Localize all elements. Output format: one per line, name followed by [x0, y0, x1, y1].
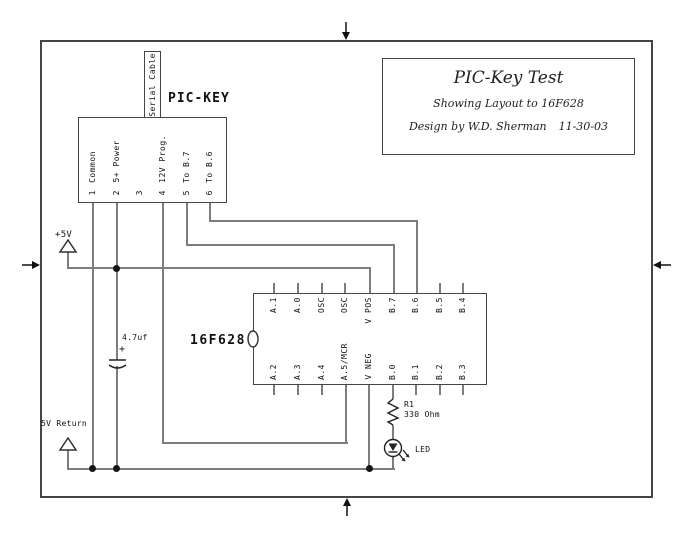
diagram-credit-row: Design by W.D. Sherman 11-30-03 [409, 120, 608, 133]
chip-pin-stub [297, 283, 299, 293]
wire-resistor-to-led [392, 425, 394, 441]
wire-prog-to-mcr [162, 442, 348, 444]
vcc-label: +5V [55, 230, 73, 240]
chip-pin-stub [344, 283, 346, 293]
pickey-pin-label: 5+ Power [112, 140, 121, 183]
resistor-ref: R1 [404, 400, 415, 409]
chip-pin-stub [415, 385, 417, 395]
chip-pin-label: B.4 [458, 297, 467, 313]
wire-return-stub [67, 450, 69, 470]
wire-b6-rise [416, 220, 418, 293]
pickey-pin-number: 1 [88, 189, 97, 195]
chip-pin-stub [462, 283, 464, 293]
border-arrow-top [342, 22, 350, 40]
border-arrow-left [22, 261, 40, 269]
chip-pin-label: A.4 [317, 364, 326, 380]
junction-dot [113, 465, 120, 472]
wire-common [92, 203, 94, 470]
serial-cable-label: Serial Cable [148, 52, 157, 117]
chip-pin-label: A.3 [293, 364, 302, 380]
chip-pin-label: V NEG [364, 353, 373, 380]
wire-5v-rail [67, 267, 371, 269]
chip-pin-label: V POS [364, 297, 373, 324]
chip-pin-label: OSC [317, 297, 326, 313]
pickey-pin-number: 6 [205, 189, 214, 195]
chip-name: 16F628 [190, 333, 246, 348]
chip-pin-label: OSC [340, 297, 349, 313]
chip-pin-label: B.1 [411, 364, 420, 380]
chip-pin-stub [273, 385, 275, 395]
wire-pin6-drop [209, 203, 211, 222]
wire-pin5-to-b7 [186, 244, 395, 246]
chip-pin-label: A.2 [269, 364, 278, 380]
chip-pin-label: A.0 [293, 297, 302, 313]
diagram-credit: Design by W.D. Sherman [408, 120, 547, 133]
serial-cable-connector: Serial Cable [144, 51, 161, 118]
wire-b7-rise [393, 244, 395, 293]
chip-pin-label: A.1 [269, 297, 278, 313]
wire-cap-top [116, 269, 118, 360]
diagram-title: PIC-Key Test [453, 68, 564, 88]
diagram-date: 11-30-03 [558, 120, 609, 133]
junction-dot [113, 265, 120, 272]
chip-pin-label: B.7 [388, 297, 397, 313]
chip-box [253, 293, 487, 385]
chip-pin-label: B.0 [388, 364, 397, 380]
pickey-pin-label: Common [88, 151, 97, 183]
chip-pin-label: B.2 [435, 364, 444, 380]
wire-pin5-drop [186, 203, 188, 246]
wire-5v-stub [67, 252, 69, 269]
capacitor-polarity: + [119, 344, 126, 355]
chip-pin-label: A.5/MCR [340, 342, 349, 380]
wire-led-to-rail [392, 456, 394, 470]
wire-vneg [368, 385, 370, 470]
pickey-pin-number: 3 [135, 189, 144, 195]
chip-pin-stub [297, 385, 299, 395]
pickey-pin-number: 2 [112, 189, 121, 195]
title-block: PIC-Key Test Showing Layout to 16F628 De… [382, 58, 635, 155]
led-label: LED [415, 445, 431, 454]
border-arrow-right [653, 261, 671, 269]
wire-5v-power [116, 203, 118, 269]
wire-12v-prog [162, 203, 164, 443]
chip-pin-label: B.3 [458, 364, 467, 380]
capacitor-value: 4.7uf [122, 333, 148, 342]
chip-pin-label: B.5 [435, 297, 444, 313]
resistor-value: 330 Ohm [404, 410, 440, 419]
chip-pin-stub [273, 283, 275, 293]
chip-pin-stub [462, 385, 464, 395]
junction-dot [89, 465, 96, 472]
chip-pin-stub [321, 283, 323, 293]
pickey-pin-label: To B.7 [182, 151, 191, 183]
return-label: 5V Return [41, 419, 88, 428]
pickey-pin-number: 4 [158, 189, 167, 195]
pickey-name: PIC-KEY [168, 91, 230, 106]
pickey-pin-label: To B.6 [205, 151, 214, 183]
diagram-subtitle: Showing Layout to 16F628 [433, 97, 584, 110]
pickey-pin-number: 5 [182, 189, 191, 195]
pickey-pin-label: 12V Prog. [158, 135, 167, 183]
chip-pin-stub [439, 385, 441, 395]
wire-return-rail [67, 468, 395, 470]
chip-pin-label: B.6 [411, 297, 420, 313]
chip-pin-stub [321, 385, 323, 395]
wire-pin6-to-b6 [209, 220, 418, 222]
wire-vpos [369, 267, 371, 293]
chip-pin-stub [439, 283, 441, 293]
pickey-box [78, 117, 227, 203]
border-arrow-bottom [343, 498, 351, 516]
wire-mcr-rise [345, 385, 347, 444]
wire-b0-to-resistor [392, 385, 394, 399]
junction-dot [366, 465, 373, 472]
wire-cap-bottom [116, 366, 118, 470]
